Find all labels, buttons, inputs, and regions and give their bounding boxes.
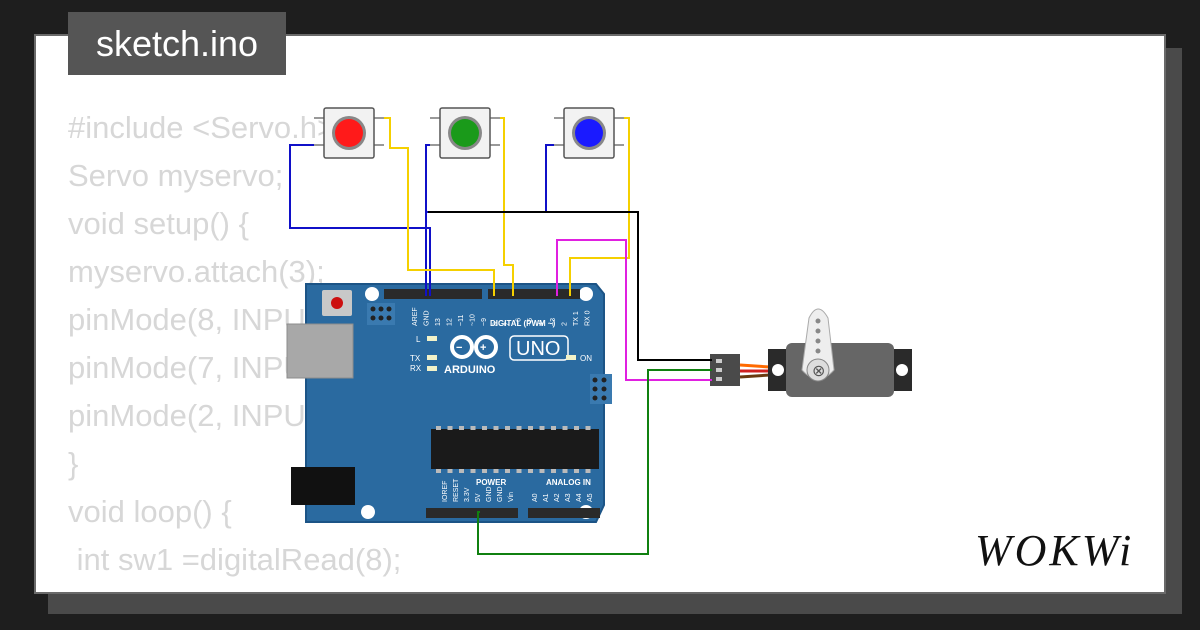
pin-label: GND — [497, 486, 504, 502]
uno-label: UNO — [516, 338, 560, 360]
pin-label: A0 — [532, 493, 539, 502]
power-header — [426, 508, 518, 518]
svg-text:−: − — [456, 342, 462, 354]
servo-connector — [710, 354, 740, 386]
analog-label: ANALOG IN — [546, 478, 591, 487]
atmega-chip — [431, 429, 599, 469]
arduino-brand: ARDUINO — [444, 364, 496, 376]
pushbutton-blue[interactable] — [554, 107, 624, 159]
pin-label: GND — [424, 310, 431, 326]
led-l — [427, 336, 437, 341]
digital-header-left — [384, 289, 482, 299]
pin-label: 4 — [539, 322, 546, 326]
usb-connector — [286, 323, 354, 379]
icsp-header-right — [590, 374, 612, 404]
pin-label: ~11 — [458, 315, 465, 326]
analog-header — [528, 508, 600, 518]
pin-label: A1 — [543, 493, 550, 502]
svg-text:+: + — [480, 342, 486, 354]
code-line: void loop() { — [68, 494, 232, 529]
pushbutton-red[interactable] — [314, 107, 384, 159]
rx-label: RX — [410, 364, 422, 373]
pin-label: A3 — [565, 493, 572, 502]
wokwi-logo: WOKWi — [975, 526, 1135, 575]
led-tx — [427, 355, 437, 360]
wires — [289, 117, 712, 555]
servo-motor[interactable]: ⊗ — [710, 308, 912, 397]
digital-header-right — [488, 289, 580, 299]
pin-label: ~6 — [516, 318, 523, 326]
pin-label: 13 — [435, 318, 442, 326]
icsp-header — [367, 303, 395, 325]
pin-label: AREF — [412, 307, 419, 326]
pin-label: ~3 — [550, 318, 557, 326]
code-line: myservo.attach(3); — [68, 254, 325, 289]
power-label: POWER — [476, 478, 506, 487]
pin-label: IOREF — [442, 481, 449, 502]
digital-label: DIGITAL (PWM ~) — [490, 319, 556, 328]
pin-label: 8 — [493, 322, 500, 326]
reset-button-cap[interactable] — [331, 297, 343, 309]
pin-label: 3.3V — [464, 487, 471, 502]
pin-label: RESET — [453, 478, 460, 502]
pin-label: Vin — [508, 492, 515, 502]
led-rx — [427, 366, 437, 371]
pin-label: GND — [486, 486, 493, 502]
pushbutton-green[interactable] — [430, 107, 500, 159]
on-label: ON — [580, 354, 592, 363]
pin-label: A5 — [587, 493, 594, 502]
code-line: if(sw1==0){ — [68, 584, 401, 592]
analog-pin-labels: A0 A1 A2 A3 A4 A5 — [532, 493, 594, 502]
power-jack — [291, 467, 355, 505]
code-line: void setup() { — [68, 206, 249, 241]
pin-label: TX 1 — [573, 311, 580, 326]
pin-label: ~9 — [481, 318, 488, 326]
pin-label: 5V — [475, 493, 482, 502]
code-line: #include <Servo.h> — [68, 110, 336, 145]
svg-text:⊗: ⊗ — [812, 363, 825, 380]
pin-label: 7 — [504, 322, 511, 326]
mount-hole — [361, 505, 375, 519]
led-on — [566, 355, 576, 360]
filename-tab[interactable]: sketch.ino — [68, 12, 286, 75]
tx-label: TX — [410, 354, 421, 363]
pin-label: A4 — [576, 493, 583, 502]
arduino-logo: − + — [450, 335, 498, 359]
power-pin-labels: IOREF RESET 3.3V 5V GND GND Vin — [442, 478, 515, 502]
pin-label: 12 — [447, 318, 454, 326]
code-line: int sw1 =digitalRead(8); — [68, 542, 402, 577]
uno-badge — [509, 335, 569, 361]
pin-label: ~5 — [527, 318, 534, 326]
code-line: } — [68, 446, 79, 481]
mount-hole — [365, 287, 379, 301]
pin-label: A2 — [554, 493, 561, 502]
pin-label: 2 — [562, 322, 569, 326]
chip-pins — [436, 426, 591, 473]
mount-hole — [579, 287, 593, 301]
pin-label: ~10 — [470, 314, 477, 326]
code-line: Servo myservo; — [68, 158, 284, 193]
pin-label: RX 0 — [585, 310, 592, 326]
led-l-label: L — [416, 335, 421, 344]
